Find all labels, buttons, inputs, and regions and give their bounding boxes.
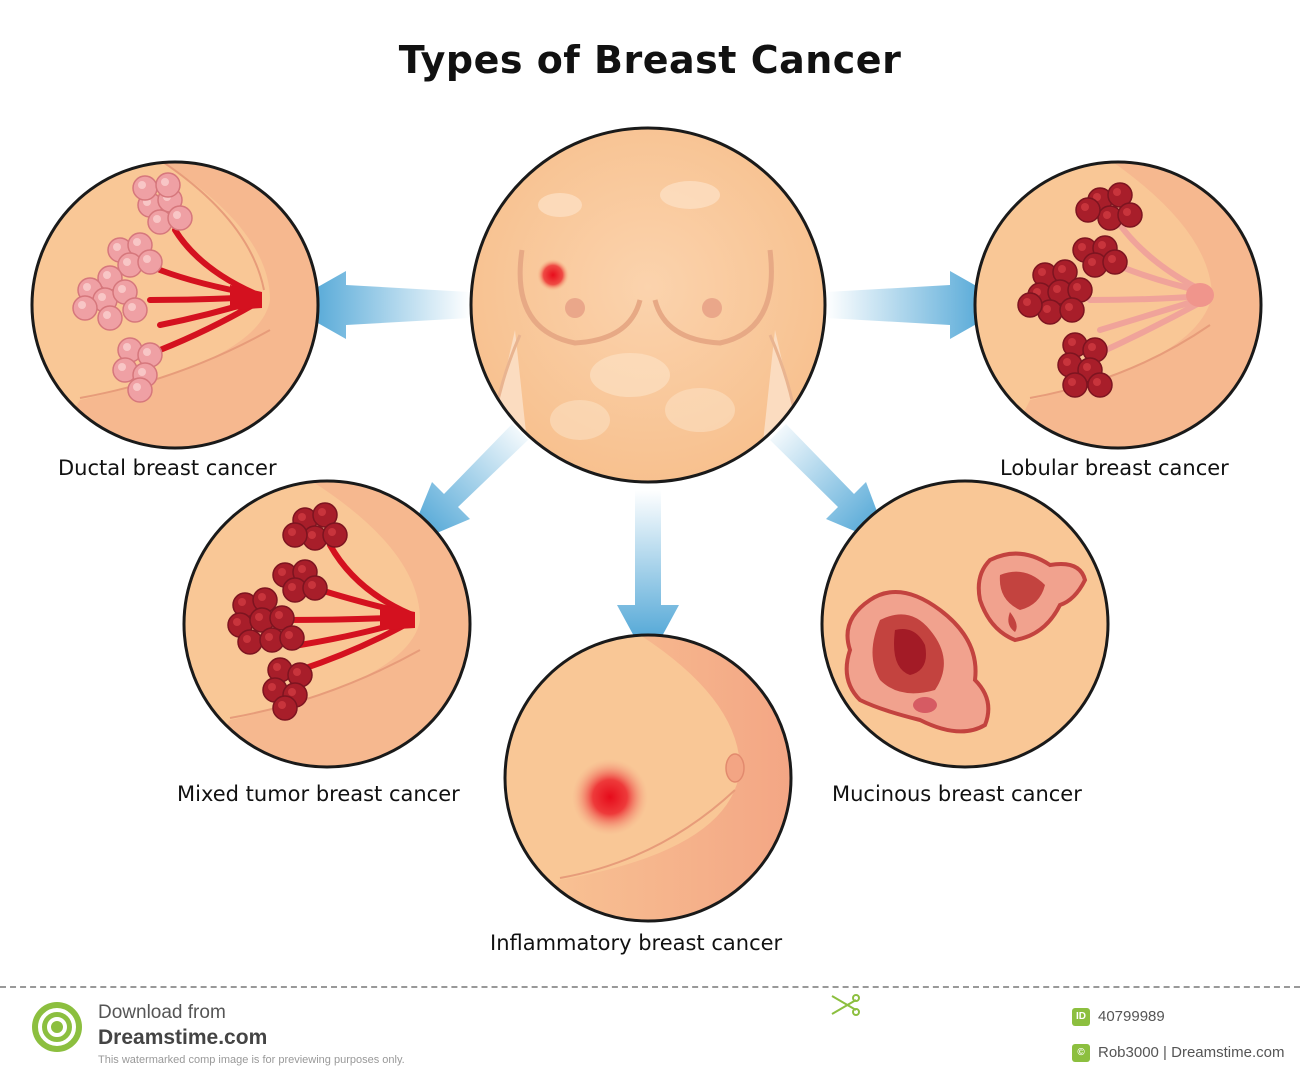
arrow-to-mixed xyxy=(406,424,528,546)
label-ductal: Ductal breast cancer xyxy=(58,456,277,480)
author-credit: Rob3000 | Dreamstime.com xyxy=(1098,1044,1285,1061)
mucinous-circle xyxy=(820,479,1110,769)
watermark-footer: Download from Dreamstime.com This waterm… xyxy=(0,986,1300,1079)
dreamstime-logo-icon xyxy=(32,1002,82,1052)
id-badge-icon: ID xyxy=(1072,1008,1090,1026)
tumor-marker xyxy=(537,259,569,291)
image-id: 40799989 xyxy=(1098,1008,1165,1025)
scissors-icon xyxy=(831,994,860,1016)
breast-cancer-diagram xyxy=(30,126,1263,923)
arrow-to-lobular xyxy=(826,271,1010,339)
download-from-text: Download from xyxy=(98,1002,226,1023)
arrow-to-inflammatory xyxy=(617,490,679,662)
inflammatory-circle xyxy=(503,633,793,923)
watermark-note: This watermarked comp image is for previ… xyxy=(98,1054,405,1066)
arrow-to-ductal xyxy=(286,271,470,339)
page-title: Types of Breast Cancer xyxy=(398,38,902,82)
site-name: Dreamstime.com xyxy=(98,1026,268,1049)
mixed-circle xyxy=(182,479,472,769)
label-mixed: Mixed tumor breast cancer xyxy=(177,782,460,806)
lobular-circle xyxy=(973,160,1263,450)
arrow-to-mucinous xyxy=(770,424,890,546)
label-inflammatory: Inflammatory breast cancer xyxy=(490,931,783,955)
copyright-icon: © xyxy=(1072,1044,1090,1062)
label-mucinous: Mucinous breast cancer xyxy=(832,782,1082,806)
center-torso-circle xyxy=(469,126,827,484)
inflammation-spot xyxy=(572,759,648,835)
label-lobular: Lobular breast cancer xyxy=(1000,456,1229,480)
